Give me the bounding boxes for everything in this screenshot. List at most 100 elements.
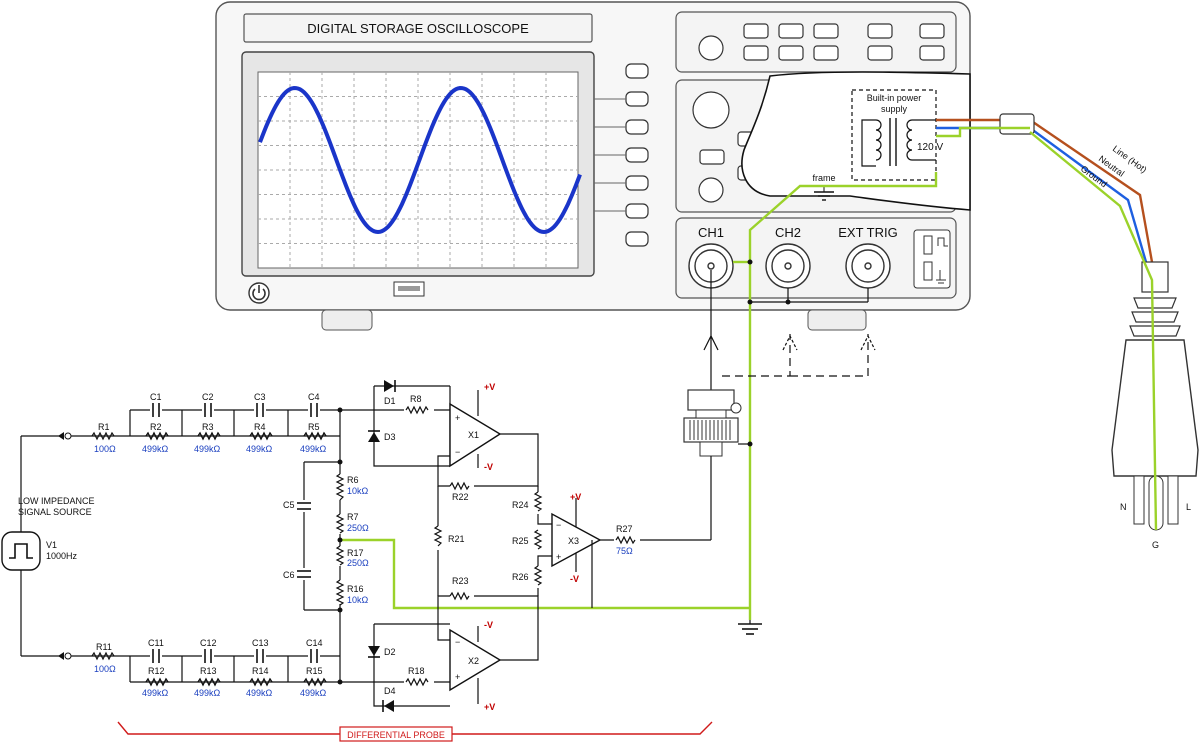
c6-label: C6 <box>283 570 295 580</box>
d1-label: D1 <box>384 396 396 406</box>
voltage-label: 120 V <box>917 142 943 153</box>
r8-label: R8 <box>410 394 422 404</box>
menu-button-6[interactable] <box>625 203 649 219</box>
r25-label: R25 <box>512 536 529 546</box>
r12-label: R12 <box>148 666 165 676</box>
attenuator-resistors-bottom <box>145 677 327 687</box>
control-button[interactable] <box>919 23 945 39</box>
r1-value: 100Ω <box>94 444 116 454</box>
x2-minus: − <box>455 637 460 647</box>
line-hot-wire <box>936 118 1154 263</box>
knob-small[interactable] <box>698 177 724 203</box>
r25-resistor <box>533 529 543 550</box>
r15-label: R15 <box>306 666 323 676</box>
ext-trig-bnc-connector[interactable] <box>845 243 891 289</box>
knob-top[interactable] <box>698 35 724 61</box>
diode-d3 <box>368 430 380 442</box>
menu-button-7[interactable] <box>625 231 649 247</box>
r22-label: R22 <box>452 492 469 502</box>
control-button[interactable] <box>867 45 893 61</box>
power-supply-cutaway: Built-in power supply 120 V frame <box>741 71 971 211</box>
r13-value: 499kΩ <box>194 688 221 698</box>
menu-button-4[interactable] <box>625 147 649 163</box>
r2-value: 499kΩ <box>142 444 169 454</box>
r14-label: R14 <box>252 666 269 676</box>
r15-value: 499kΩ <box>300 688 327 698</box>
ch2-label: CH2 <box>775 225 801 240</box>
x1-minus: − <box>455 447 460 457</box>
control-button[interactable] <box>699 149 725 165</box>
plug-n-label: N <box>1120 502 1127 512</box>
attenuator-caps-top <box>150 403 320 417</box>
r6-value: 10kΩ <box>347 486 369 496</box>
x2-label: X2 <box>468 656 479 666</box>
d2-label: D2 <box>384 647 396 657</box>
control-button[interactable] <box>743 23 769 39</box>
probe-bracket <box>117 721 713 735</box>
r24-label: R24 <box>512 500 529 510</box>
r1-resistor <box>91 431 115 441</box>
control-button[interactable] <box>778 45 804 61</box>
plug-pin-n <box>1133 475 1145 525</box>
r11-resistor <box>91 651 115 661</box>
menu-button-5[interactable] <box>625 175 649 191</box>
opamp-x1 <box>449 402 502 468</box>
control-button[interactable] <box>813 45 839 61</box>
v1-freq: 1000Hz <box>46 551 78 561</box>
r2-label: R2 <box>150 422 162 432</box>
frame-label: frame <box>812 173 835 183</box>
control-button[interactable] <box>813 23 839 39</box>
opamp-x2 <box>449 628 502 692</box>
control-button[interactable] <box>778 23 804 39</box>
plug-pin-l <box>1167 475 1179 525</box>
x3-vpos: +V <box>570 492 581 502</box>
attenuator-resistors-top <box>145 431 327 441</box>
r14-value: 499kΩ <box>246 688 273 698</box>
x2-plus: + <box>455 672 460 682</box>
d4-label: D4 <box>384 686 396 696</box>
menu-button-2[interactable] <box>625 91 649 107</box>
r7-label: R7 <box>347 512 359 522</box>
diode-d4 <box>382 700 394 712</box>
r11-value: 100Ω <box>94 664 116 674</box>
control-button[interactable] <box>743 45 769 61</box>
r22-resistor <box>449 481 470 491</box>
probe-label: DIFFERENTIAL PROBE <box>347 730 445 740</box>
knob-large[interactable] <box>692 91 730 129</box>
r18-resistor <box>405 677 429 687</box>
c3-label: C3 <box>254 392 266 402</box>
r21-resistor <box>433 525 443 547</box>
divider-resistors <box>335 473 345 606</box>
r27-label: R27 <box>616 524 633 534</box>
pulse-icon <box>9 543 33 559</box>
x2-vpos: +V <box>484 702 495 712</box>
x1-vneg: -V <box>484 462 493 472</box>
screen-grid <box>258 72 578 268</box>
r26-label: R26 <box>512 572 529 582</box>
attenuator-caps-bottom <box>150 649 320 663</box>
ext-trig-label: EXT TRIG <box>838 225 897 240</box>
menu-button-1[interactable] <box>625 63 649 79</box>
ground-path <box>340 126 1158 620</box>
ground-icon <box>936 270 946 284</box>
probe-bnc-connector <box>683 389 750 540</box>
x2-vneg: -V <box>484 620 493 630</box>
ch1-label: CH1 <box>698 225 724 240</box>
diode-d1 <box>384 380 396 392</box>
r8-resistor <box>405 405 429 415</box>
c5-label: C5 <box>283 500 295 510</box>
c14-label: C14 <box>306 638 323 648</box>
menu-button-3[interactable] <box>625 119 649 135</box>
r7-value: 250Ω <box>347 523 369 533</box>
r3-label: R3 <box>202 422 214 432</box>
control-button[interactable] <box>919 45 945 61</box>
source-label-2: SIGNAL SOURCE <box>18 507 92 517</box>
c1-label: C1 <box>150 392 162 402</box>
ch2-bnc-connector[interactable] <box>765 243 811 289</box>
r26-resistor <box>533 565 543 586</box>
x1-vpos: +V <box>484 382 495 392</box>
c2-label: C2 <box>202 392 214 402</box>
side-buttons <box>594 63 649 247</box>
control-button[interactable] <box>867 23 893 39</box>
